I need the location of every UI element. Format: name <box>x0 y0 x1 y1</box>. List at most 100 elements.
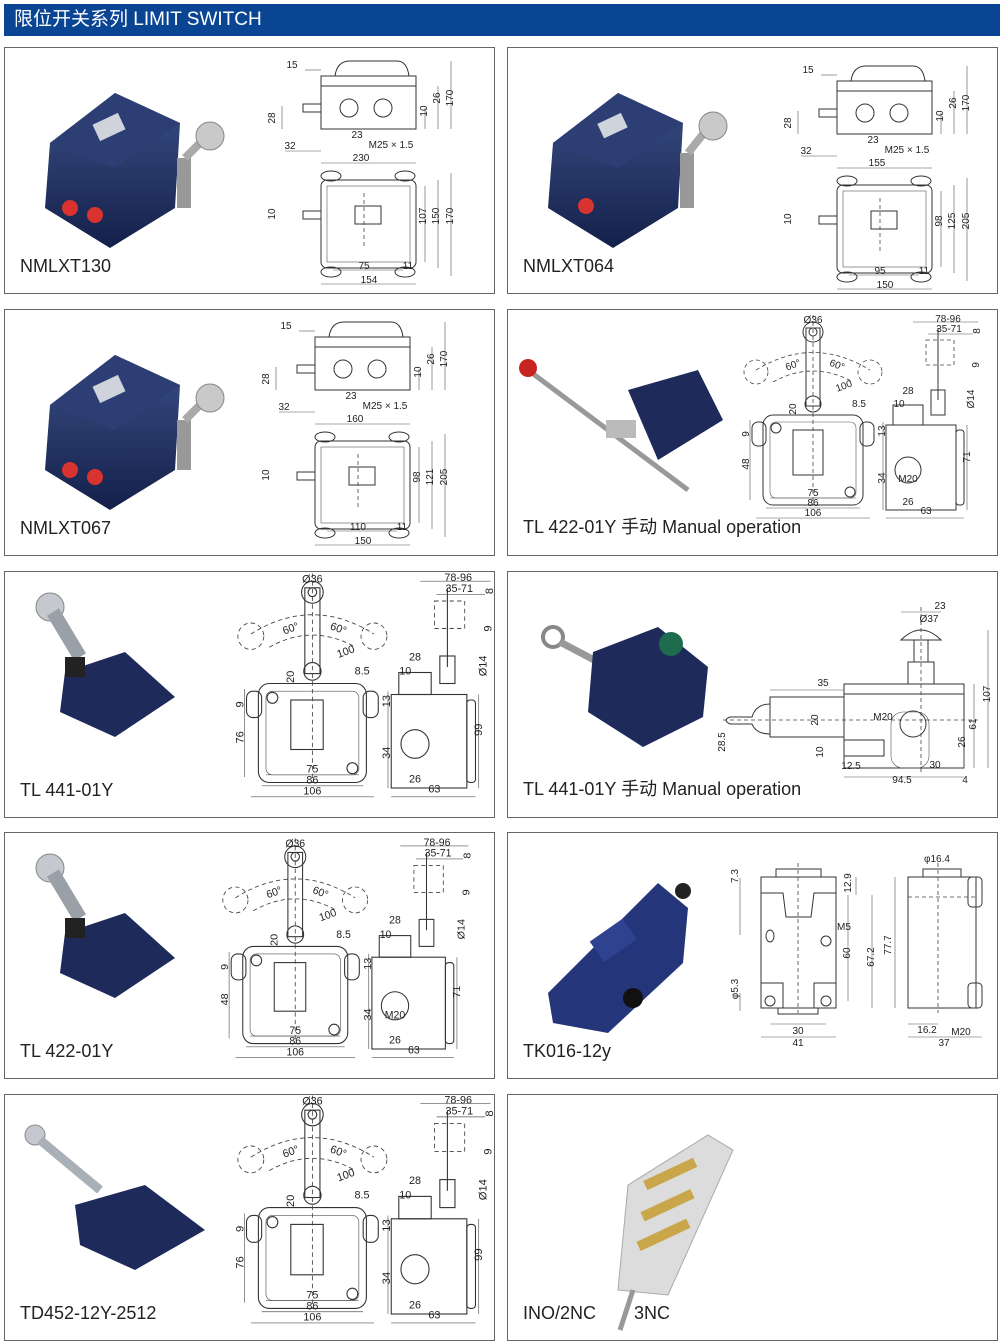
dimension-label: 9 <box>461 889 473 895</box>
product-name: TK016-12y <box>523 1041 612 1061</box>
dimension-label: 10 <box>261 469 272 481</box>
dimension-label: 15 <box>286 60 298 71</box>
dimension-label: 150 <box>431 207 442 224</box>
dimension-label: 23 <box>934 601 946 612</box>
dimension-label: 26 <box>389 1034 401 1046</box>
dimension-label: 32 <box>278 402 290 413</box>
dimension-label: 12.9 <box>843 873 854 893</box>
dimension-label: 28 <box>409 1175 421 1187</box>
dimension-label: 98 <box>412 471 423 483</box>
dimension-label: 8.5 <box>852 399 866 410</box>
product-photo <box>24 1124 205 1270</box>
dimension-label: 10 <box>380 929 392 941</box>
dimension-label: 15 <box>280 321 292 332</box>
dimension-label: 60 <box>842 947 853 959</box>
dimension-label: 170 <box>445 207 456 224</box>
dimension-label: 107 <box>418 207 429 224</box>
dimension-label: 8.5 <box>355 666 370 678</box>
dimension-label: 8.5 <box>336 929 351 941</box>
dimension-label: Ø37 <box>920 614 939 625</box>
dimension-label: 8.5 <box>355 1189 370 1201</box>
dimension-label: 20 <box>269 934 281 946</box>
product-name: NMLXT064 <box>523 256 615 276</box>
product-variant: 3NC <box>634 1303 671 1323</box>
dimension-label: 20 <box>788 403 799 415</box>
dimension-label: 11 <box>919 266 930 277</box>
dimension-label: 10 <box>783 213 794 225</box>
dimension-label: 23 <box>867 135 879 146</box>
dimension-label: 76 <box>234 731 246 743</box>
page-header: 限位开关系列 LIMIT SWITCH <box>4 4 1000 36</box>
dimension-label: 160 <box>347 414 364 425</box>
dimension-label: 9 <box>483 1148 495 1154</box>
dimension-label: 63 <box>408 1044 420 1056</box>
dimension-label: 99 <box>473 724 485 736</box>
dimension-label: 78-96 <box>444 572 472 584</box>
dimension-label: 100 <box>318 907 339 925</box>
dimension-label: 75 <box>289 1025 301 1037</box>
dimension-label: 60° <box>311 884 330 901</box>
dimension-label: 48 <box>741 458 752 470</box>
dimension-label: 121 <box>425 468 436 485</box>
dimension-label: 12.5 <box>841 761 861 772</box>
dimension-label: 34 <box>381 1272 393 1284</box>
dimension-label: 26 <box>409 773 421 785</box>
dimension-label: 26 <box>432 92 443 104</box>
dimension-label: 35-71 <box>445 583 473 595</box>
dimension-label: 10 <box>399 1189 411 1201</box>
dimension-label: 34 <box>381 747 393 759</box>
dimension-label: 9 <box>234 1226 246 1232</box>
dimension-label: M20 <box>385 1010 405 1022</box>
dimension-label: 4 <box>962 775 968 786</box>
product-name: NMLXT067 <box>20 518 112 538</box>
page-title: 限位开关系列 LIMIT SWITCH <box>14 9 262 30</box>
dimension-label: 75 <box>306 764 318 776</box>
dimension-label: 10 <box>267 208 278 220</box>
dimension-label: 35-71 <box>936 324 962 335</box>
dimension-label: 107 <box>982 685 993 702</box>
dimension-label: 28 <box>783 117 794 129</box>
dimension-label: 60° <box>281 620 300 637</box>
dimension-label: M20 <box>951 1027 971 1038</box>
dimension-label: 8 <box>484 588 496 594</box>
dimension-label: 16.2 <box>917 1025 937 1036</box>
dimension-label: 95 <box>874 266 886 277</box>
dimension-label: 78-96 <box>935 314 961 325</box>
dimension-label: M20 <box>898 474 918 485</box>
dimension-label: 9 <box>234 701 246 707</box>
dimension-label: 98 <box>934 215 945 227</box>
dimension-label: 37 <box>938 1038 950 1049</box>
dimension-label: 110 <box>350 522 366 533</box>
dimension-label: 32 <box>800 146 812 157</box>
product-photo <box>45 93 225 248</box>
dimension-label: 34 <box>877 472 888 484</box>
dimension-label: 13 <box>381 695 393 707</box>
dimension-label: 28 <box>389 915 401 927</box>
dimension-label: 13 <box>381 1219 393 1231</box>
dimension-label: 30 <box>792 1026 804 1037</box>
dimension-label: M20 <box>873 712 893 723</box>
dimension-label: 13 <box>877 425 888 437</box>
dimension-label: 10 <box>815 746 826 758</box>
dimension-label: 48 <box>219 993 231 1005</box>
dimension-label: 67.2 <box>866 947 877 967</box>
product-photo <box>519 359 723 492</box>
dimension-label: 78-96 <box>444 1095 472 1106</box>
dimension-label: 155 <box>869 158 886 169</box>
dimension-label: 100 <box>834 378 854 394</box>
dimension-label: 28 <box>409 651 421 663</box>
product-card: INO/2NC 3NC <box>507 1094 998 1341</box>
